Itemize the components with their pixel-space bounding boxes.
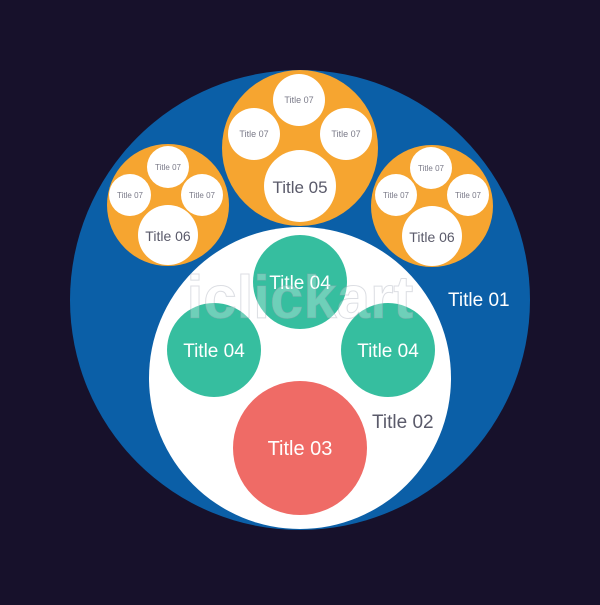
small-circle-right-left-label: Title 07 xyxy=(383,191,409,200)
outer-circle-label: Title 01 xyxy=(448,290,510,311)
inner-circle xyxy=(149,227,451,529)
small-circle-left-left-label: Title 07 xyxy=(117,191,143,200)
watermark-text: iclickart xyxy=(187,264,414,331)
teal-circle-right-label: Title 04 xyxy=(357,341,419,362)
teal-circle-top xyxy=(253,235,347,329)
small-circle-center-top-label: Title 07 xyxy=(284,95,313,105)
orange-group-left: Title 07 Title 07 Title 07 Title 06 xyxy=(107,144,229,266)
small-circle-left-top xyxy=(147,146,189,188)
core-circle xyxy=(233,381,367,515)
small-circle-left-left xyxy=(109,174,151,216)
small-circle-left-right-label: Title 07 xyxy=(189,191,215,200)
teal-circle-right xyxy=(341,303,435,397)
teal-circle-top-label: Title 04 xyxy=(269,273,331,294)
orange-group-right: Title 07 Title 07 Title 07 Title 06 xyxy=(371,145,493,267)
center-circle-left xyxy=(138,205,198,265)
center-circle-right xyxy=(402,206,462,266)
core-circle-label: Title 03 xyxy=(268,438,333,460)
center-circle-center xyxy=(264,150,336,222)
teal-circle-left-label: Title 04 xyxy=(183,341,245,362)
small-circle-center-left xyxy=(228,108,280,160)
small-circle-center-right-label: Title 07 xyxy=(331,129,360,139)
center-circle-right-label: Title 06 xyxy=(409,229,455,245)
small-circle-right-left xyxy=(375,174,417,216)
small-circle-right-right xyxy=(447,174,489,216)
center-circle-left-label: Title 06 xyxy=(145,228,191,244)
small-circle-left-top-label: Title 07 xyxy=(155,163,181,172)
small-circle-center-top xyxy=(273,74,325,126)
small-circle-right-top-label: Title 07 xyxy=(418,164,444,173)
small-circle-left-right xyxy=(181,174,223,216)
small-circle-right-top xyxy=(410,147,452,189)
orange-group-center: Title 07 Title 07 Title 07 Title 05 xyxy=(222,70,378,226)
inner-circle-label: Title 02 xyxy=(372,412,434,433)
teal-circle-left xyxy=(167,303,261,397)
small-circle-center-left-label: Title 07 xyxy=(239,129,268,139)
small-circle-right-right-label: Title 07 xyxy=(455,191,481,200)
center-circle-center-label: Title 05 xyxy=(272,178,327,197)
small-circle-center-right xyxy=(320,108,372,160)
